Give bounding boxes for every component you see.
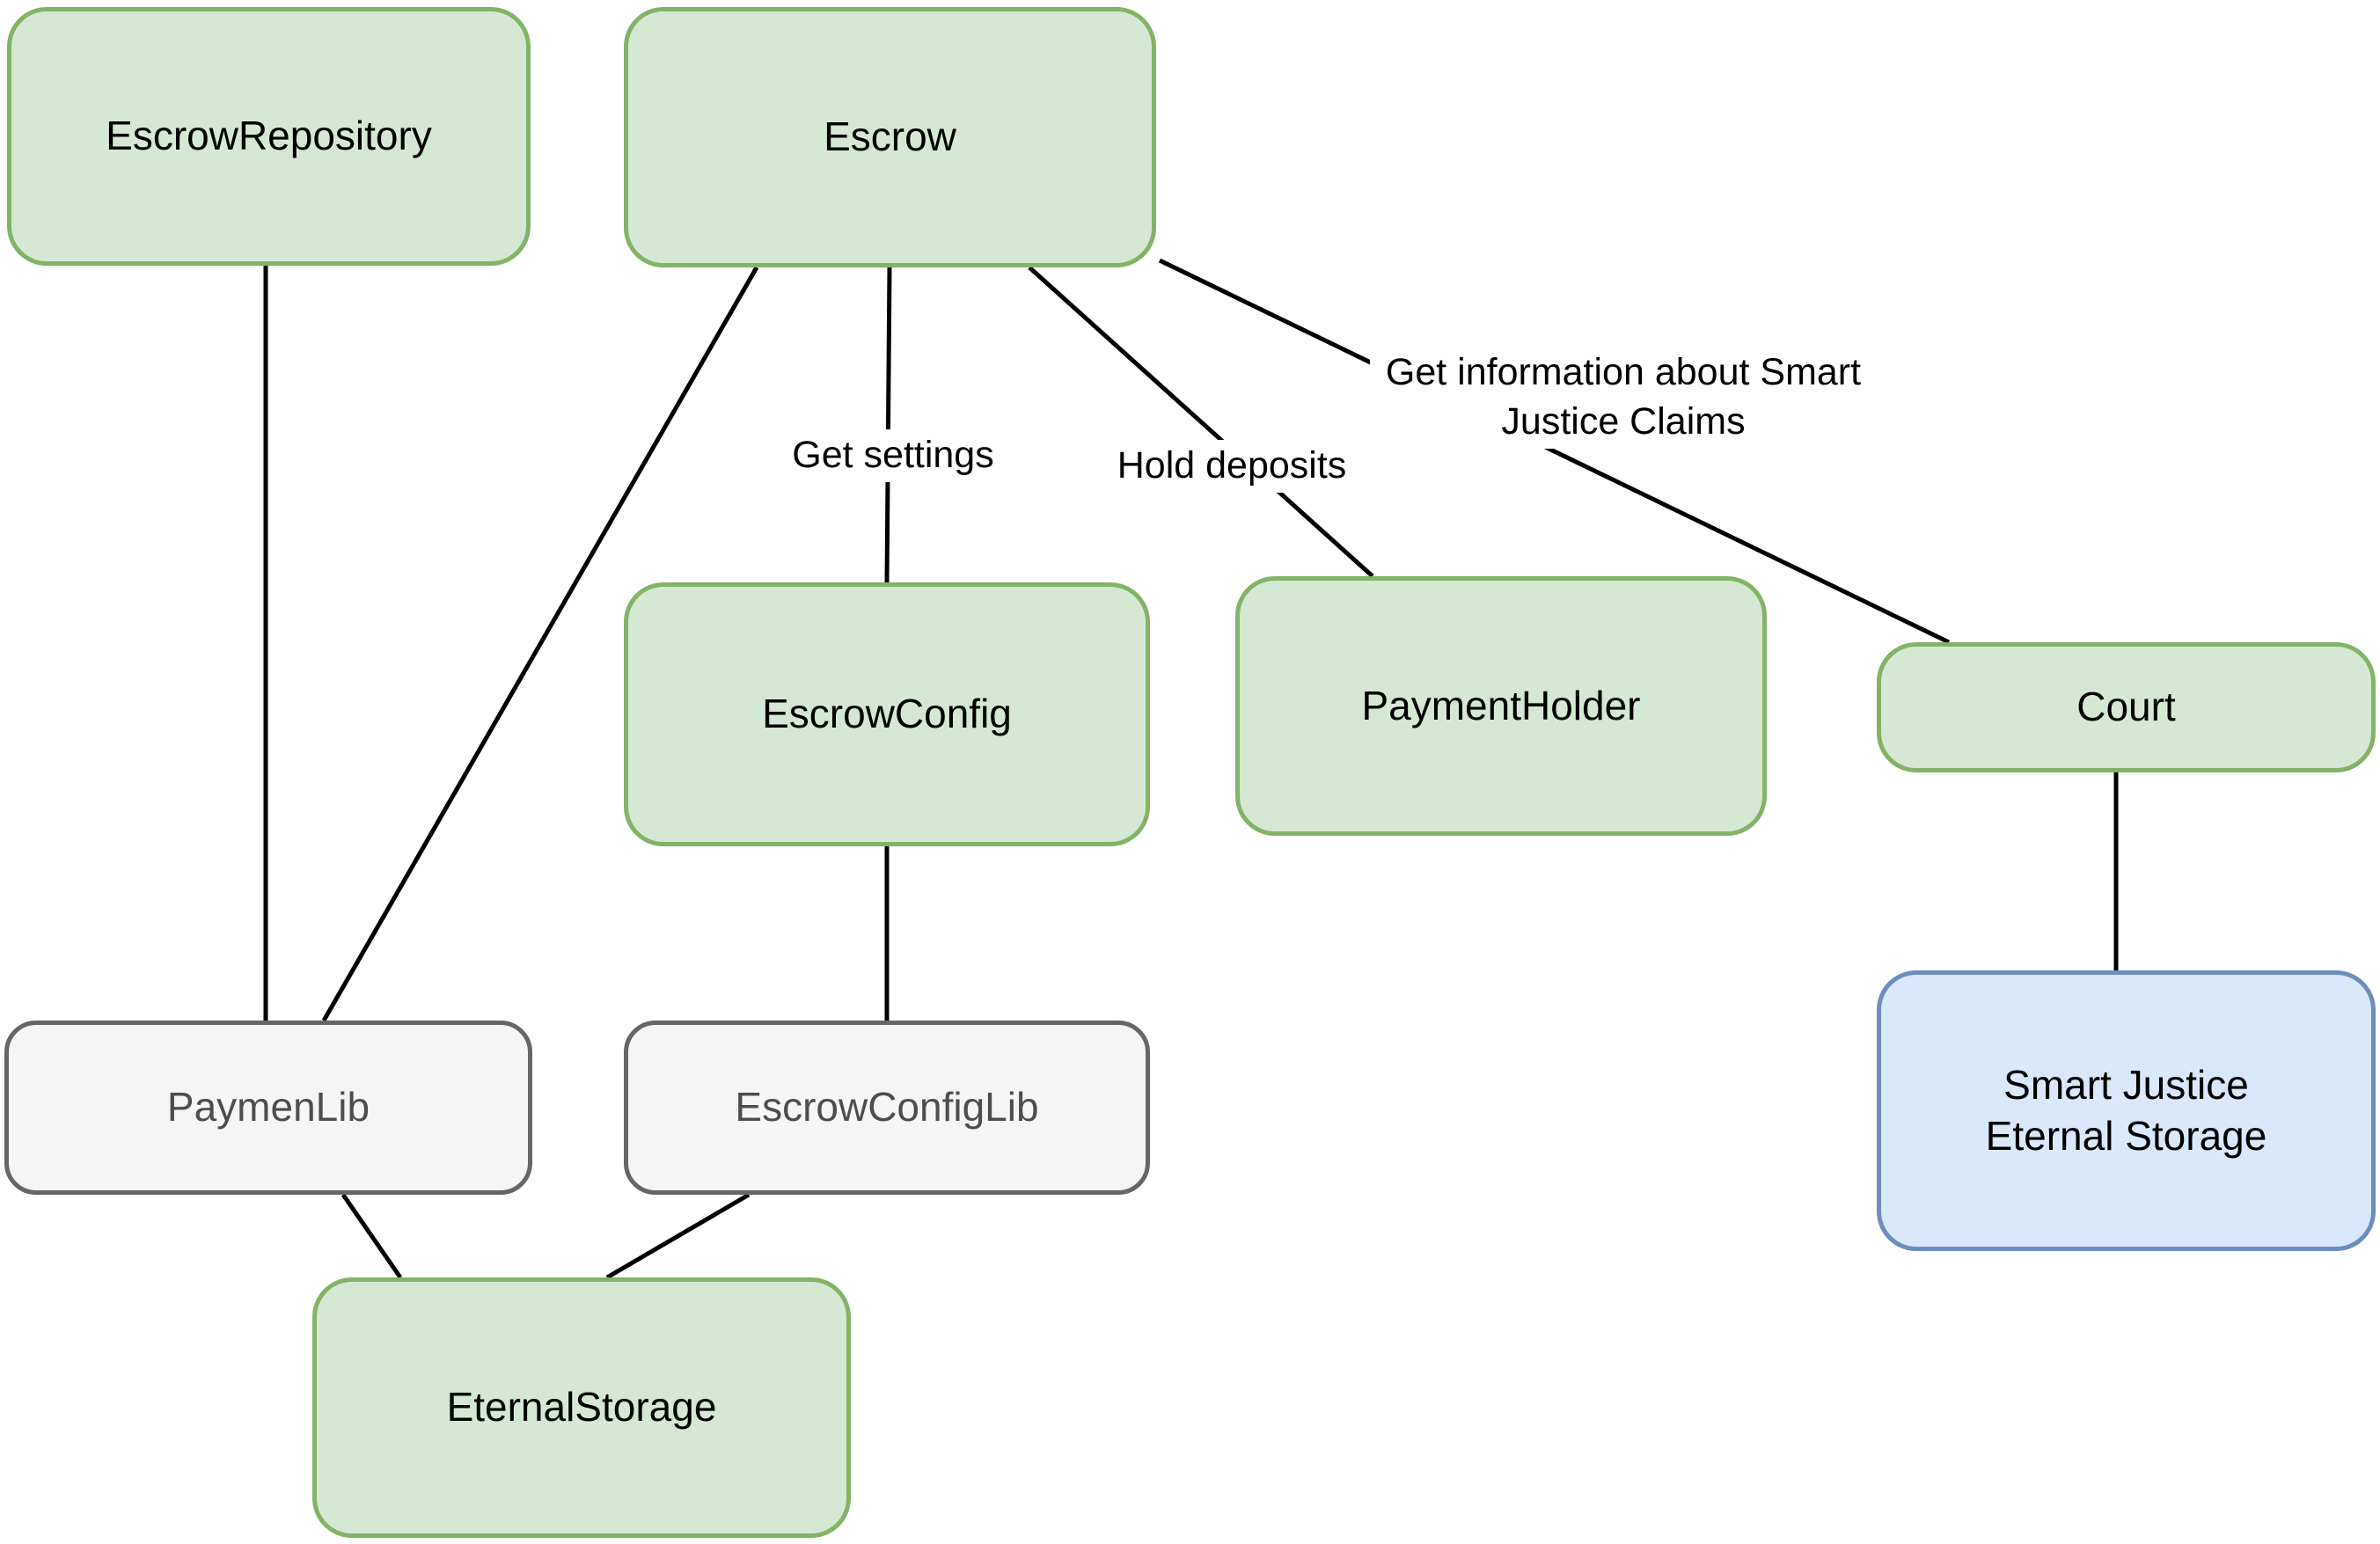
- edge-label-get-information-line1: Get information about: [1385, 351, 1750, 394]
- edge-label-get-information: Get information about Smart Justice Clai…: [1370, 347, 1877, 449]
- node-escrow-repository-label: EscrowRepository: [106, 113, 432, 159]
- node-escrow-config: EscrowConfig: [624, 582, 1150, 846]
- edge-escrow-escrowconfig: [884, 267, 892, 583]
- node-court-label: Court: [2076, 684, 2176, 730]
- node-smart-justice-eternal-storage-label: Smart Justice Eternal Storage: [1986, 1060, 2267, 1161]
- node-eternal-storage: EternalStorage: [312, 1277, 851, 1538]
- node-payment-holder-label: PaymentHolder: [1361, 682, 1641, 728]
- node-paymen-lib: PaymenLib: [4, 1021, 532, 1195]
- node-escrow-label: Escrow: [824, 113, 956, 160]
- smart-justice-label-line2: Eternal Storage: [1985, 1112, 2267, 1159]
- edge-escrow-paymentholder: [1028, 266, 1374, 578]
- smart-justice-label-line1: Smart Justice: [2003, 1062, 2249, 1108]
- node-escrow-config-lib: EscrowConfigLib: [624, 1021, 1150, 1195]
- node-paymen-lib-label: PaymenLib: [166, 1084, 370, 1131]
- edge-label-hold-deposits: Hold deposits: [1109, 440, 1354, 493]
- edge-escrow-paymenlib: [321, 266, 759, 1022]
- node-escrow: Escrow: [624, 7, 1156, 267]
- edge-escrowconfiglib-eternalstorage: [605, 1192, 751, 1280]
- node-escrow-config-lib-label: EscrowConfigLib: [735, 1084, 1039, 1131]
- node-escrow-config-label: EscrowConfig: [762, 691, 1012, 737]
- edge-escrow-court: [1158, 258, 1951, 645]
- edge-paymenlib-eternalstorage: [341, 1193, 403, 1279]
- node-smart-justice-eternal-storage: Smart Justice Eternal Storage: [1877, 970, 2376, 1251]
- edge-label-get-information-line2: Smart Justice Claims: [1501, 351, 1862, 443]
- node-court: Court: [1877, 642, 2376, 772]
- node-escrow-repository: EscrowRepository: [7, 7, 531, 266]
- node-payment-holder: PaymentHolder: [1235, 576, 1767, 836]
- edge-label-get-settings: Get settings: [785, 429, 1001, 482]
- node-eternal-storage-label: EternalStorage: [446, 1384, 717, 1431]
